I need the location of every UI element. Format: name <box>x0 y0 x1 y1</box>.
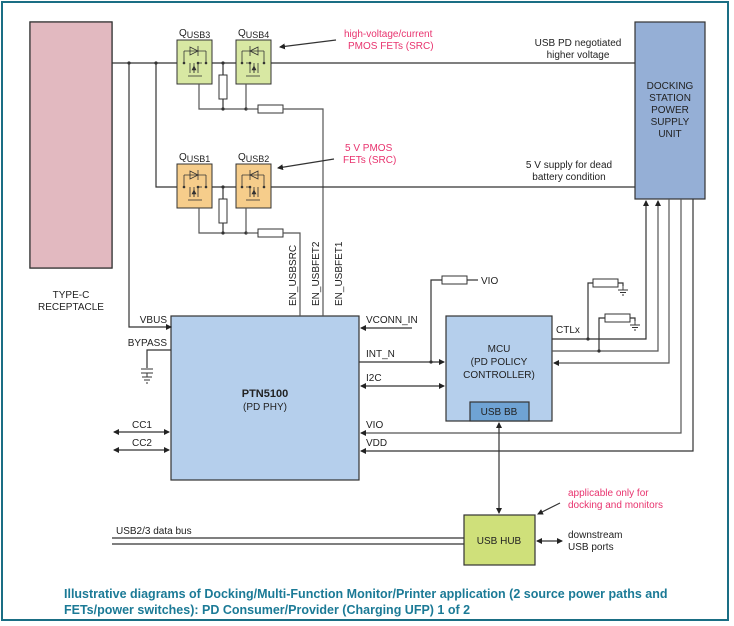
ground-icon <box>629 320 641 331</box>
hv-supply-note-1: USB PD negotiated <box>535 38 622 49</box>
v5-fets-note-1: 5 V PMOS <box>345 143 393 154</box>
vdd-wire <box>360 199 694 454</box>
hv-fets-note-1: high-voltage/current <box>344 29 433 40</box>
v5-fets-note-2: FETs (SRC) <box>343 155 396 166</box>
ctlx-pulldown-resistor-2 <box>604 313 631 323</box>
usb-data-bus-label: USB2/3 data bus <box>116 526 192 537</box>
en-usbfet1-label: EN_USBFET1 <box>334 241 345 306</box>
ptn5100-title: PTN5100 <box>242 388 288 400</box>
usb-hub-block <box>463 514 536 566</box>
ground-icon <box>617 285 629 296</box>
v5-supply-note-2: battery condition <box>532 172 605 183</box>
hub-note-2: docking and monitors <box>568 500 663 511</box>
vio-label: VIO <box>366 420 383 431</box>
mcu-label-1: MCU <box>488 344 511 355</box>
hv-fets-note-2: PMOS FETs (SRC) <box>348 41 434 52</box>
cc1-label: CC1 <box>132 420 152 431</box>
figure-caption: Illustrative diagrams of Docking/Multi-F… <box>64 587 668 617</box>
fet-qusb4 <box>235 39 272 85</box>
receptacle-label-2: RECEPTACLE <box>38 302 104 313</box>
fet-qusb3 <box>176 39 213 85</box>
fet-qusb1 <box>176 163 213 209</box>
v5-power-path <box>155 63 635 316</box>
bypass-wire <box>146 349 171 368</box>
usb-hub-label: USB HUB <box>477 536 522 547</box>
psu-label-5: UNIT <box>658 129 681 140</box>
ctlx-pulldown-resistor-1 <box>592 278 619 288</box>
hv-supply-note-2: higher voltage <box>547 50 610 61</box>
psu-label-4: SUPPLY <box>651 117 690 128</box>
bypass-capacitor-icon <box>141 368 153 384</box>
mcu-label-2: (PD POLICY <box>471 357 528 368</box>
usb-bb-label: USB BB <box>481 407 518 418</box>
int-n-pullup-wire <box>430 279 442 362</box>
vio-pullup-label: VIO <box>481 276 498 287</box>
hub-note-1: applicable only for <box>568 488 649 499</box>
fet-qusb2 <box>235 163 272 209</box>
int-n-pullup-resistor <box>441 275 468 285</box>
hub-note-pointer <box>537 502 561 515</box>
hv-power-path <box>112 61 635 316</box>
fet-qusb2-label: QUSB2 <box>238 152 269 164</box>
bypass-label: BYPASS <box>128 338 168 349</box>
vdd-label: VDD <box>366 438 387 449</box>
mcu-label-3: CONTROLLER) <box>463 370 535 381</box>
ctlx-wire-2 <box>552 200 661 352</box>
receptacle-full <box>29 21 113 269</box>
usb-data-bus-wire <box>112 537 464 545</box>
vconn-in-label: VCONN_IN <box>366 315 418 326</box>
ptn5100-block <box>170 315 360 481</box>
psu-label-3: POWER <box>651 105 689 116</box>
ptn5100-subtitle: (PD PHY) <box>243 402 287 413</box>
usb-bb-block <box>469 401 530 422</box>
int-n-label: INT_N <box>366 349 395 360</box>
fet-qusb3-label: QUSB3 <box>179 28 210 40</box>
vbus-wire <box>128 63 172 330</box>
ctlx-wire-1 <box>552 200 649 340</box>
fet-qusb1-label: QUSB1 <box>179 152 210 164</box>
psu-label-1: DOCKING <box>647 81 694 92</box>
vio-wire <box>360 199 682 436</box>
v5-supply-note-1: 5 V supply for dead <box>526 160 612 171</box>
en-usbsrc-label: EN_USBSRC <box>288 245 299 306</box>
hv-fets-pointer <box>279 39 337 50</box>
psu-label-2: STATION <box>649 93 691 104</box>
ctlx-label: CTLx <box>556 325 580 336</box>
psu-feedback-wire <box>553 199 670 366</box>
i2c-label: I2C <box>366 373 382 384</box>
psu-block <box>634 21 706 200</box>
receptacle-label-1: TYPE-C <box>53 290 90 301</box>
cc2-label: CC2 <box>132 438 152 449</box>
en-usbfet2-label: EN_USBFET2 <box>311 241 322 306</box>
vbus-label: VBUS <box>140 315 168 326</box>
downstream-label-2: USB ports <box>568 542 614 553</box>
fet-qusb4-label: QUSB4 <box>238 28 269 40</box>
v5-fets-pointer <box>277 158 335 171</box>
downstream-label-1: downstream <box>568 530 622 541</box>
